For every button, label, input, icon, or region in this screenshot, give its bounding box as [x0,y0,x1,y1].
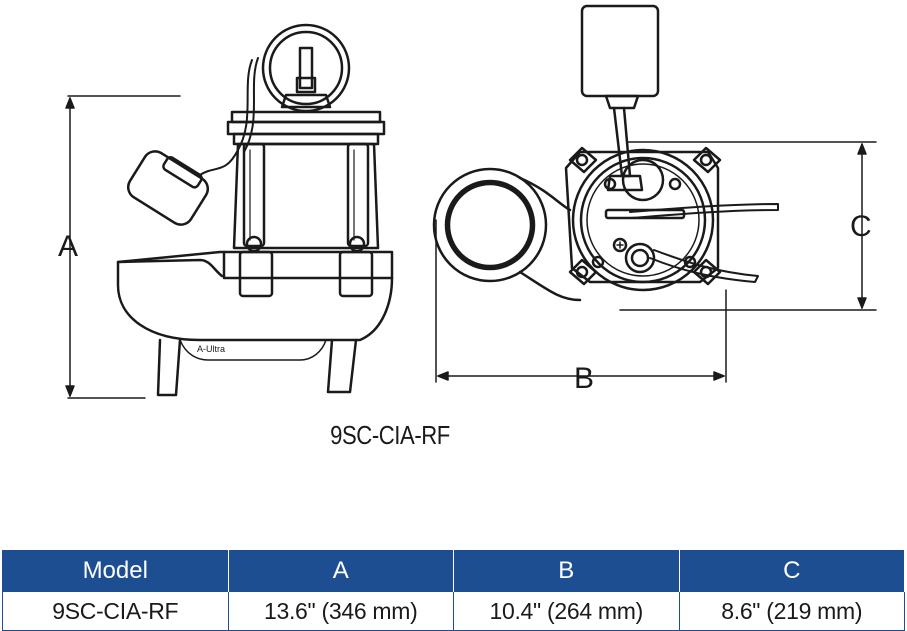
float-switch-top [580,4,660,192]
motor-top-housing [564,146,722,292]
pump-base: A-Ultra [116,250,394,397]
model-caption: 9SC-CIA-RF [330,420,450,450]
table-header-row: Model A B C [2,550,905,592]
top-view-drawing: B C [432,4,877,395]
cell-dimension-c: 8.6" (219 mm) [678,592,905,631]
brand-mark: A-Ultra [197,344,225,354]
float-switch [126,150,210,226]
dimension-b-label: B [574,362,594,395]
column-header-c: C [678,550,905,592]
lifting-handle [261,23,351,113]
motor-housing [232,142,380,253]
column-header-a: A [227,550,454,592]
dimension-a-label: A [58,230,78,263]
dimension-a-line [65,95,181,399]
dimension-b-line [435,219,727,383]
column-header-b: B [453,550,680,592]
float-cord-top [629,203,779,219]
side-view-drawing: A-Ultra A [58,23,394,399]
dimension-c-label: C [850,210,872,243]
table-row: 9SC-CIA-RF 13.6" (346 mm) 10.4" (264 mm)… [2,592,905,631]
power-cord-top [649,249,759,283]
discharge-outlet [432,167,582,302]
cell-model: 9SC-CIA-RF [2,592,229,631]
column-header-model: Model [2,550,229,592]
cell-dimension-a: 13.6" (346 mm) [227,592,454,631]
pump-dimension-diagram: A-Ultra A [58,4,877,399]
dimension-c-line [619,141,877,311]
cell-dimension-b: 10.4" (264 mm) [453,592,680,631]
dimension-table: Model A B C 9SC-CIA-RF 13.6" (346 mm) 10… [2,550,905,631]
